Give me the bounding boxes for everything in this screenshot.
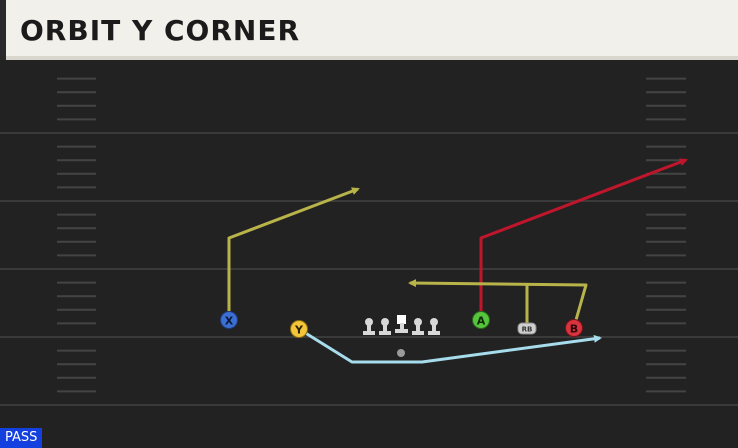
player-y[interactable]: Y (290, 320, 308, 338)
player-b-label: B (570, 323, 578, 336)
field-surface (0, 62, 738, 448)
lineman-right-tackle (428, 318, 440, 335)
quarterback-marker (397, 349, 405, 357)
lineman-center (395, 315, 408, 333)
lineman-left-guard (379, 318, 391, 335)
hash-marks-left (57, 77, 96, 393)
title-bar: ORBIT Y CORNER (0, 0, 738, 60)
player-y-label: Y (294, 324, 304, 337)
a-route (479, 158, 688, 318)
play-title: ORBIT Y CORNER (20, 14, 301, 47)
player-rb-label: RB (522, 326, 533, 334)
hash-marks-right (646, 77, 686, 393)
play-type-badge: PASS (0, 428, 43, 448)
b-route (408, 279, 588, 328)
play-field: X Y A RB B (0, 62, 738, 448)
lineman-right-guard (412, 318, 424, 335)
y-route (298, 327, 602, 364)
player-rb[interactable]: RB (517, 322, 537, 335)
title-accent (0, 0, 6, 60)
player-x[interactable]: X (220, 311, 238, 329)
player-a-label: A (477, 315, 486, 328)
offensive-line (363, 315, 440, 335)
player-b[interactable]: B (565, 319, 583, 337)
player-a[interactable]: A (472, 311, 490, 329)
lineman-left-tackle (363, 318, 375, 335)
yard-lines (0, 132, 738, 406)
x-route (227, 187, 360, 320)
player-x-label: X (225, 315, 234, 328)
